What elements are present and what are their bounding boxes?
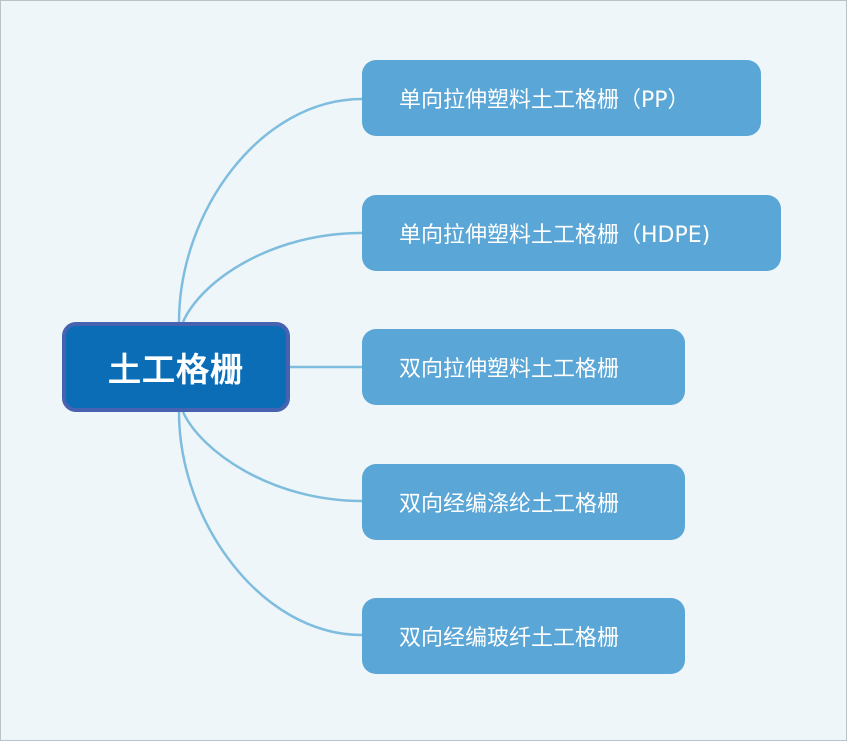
branch-topic-5[interactable]: 双向经编玻纤土工格栅 <box>362 598 685 674</box>
root-topic-label: 土工格栅 <box>108 350 244 389</box>
branch-topic-label: 双向拉伸塑料土工格栅 <box>399 357 620 382</box>
branch-topic-label: 单向拉伸塑料土工格栅（PP） <box>399 88 690 113</box>
branch-topic-label: 双向经编玻纤土工格栅 <box>399 626 620 651</box>
branch-topic-3[interactable]: 双向拉伸塑料土工格栅 <box>362 329 685 405</box>
branch-topic-label: 双向经编涤纶土工格栅 <box>399 492 620 517</box>
connector-branch-4 <box>181 411 363 503</box>
connector-branch-5 <box>177 411 363 637</box>
branch-topic-label: 单向拉伸塑料土工格栅（HDPE) <box>399 223 711 248</box>
connector-branch-2 <box>181 231 363 323</box>
branch-topic-2[interactable]: 单向拉伸塑料土工格栅（HDPE) <box>362 195 781 271</box>
root-topic[interactable]: 土工格栅 <box>62 322 290 412</box>
branch-topic-1[interactable]: 单向拉伸塑料土工格栅（PP） <box>362 60 761 136</box>
connector-branch-1 <box>177 97 363 323</box>
branch-topic-4[interactable]: 双向经编涤纶土工格栅 <box>362 464 685 540</box>
